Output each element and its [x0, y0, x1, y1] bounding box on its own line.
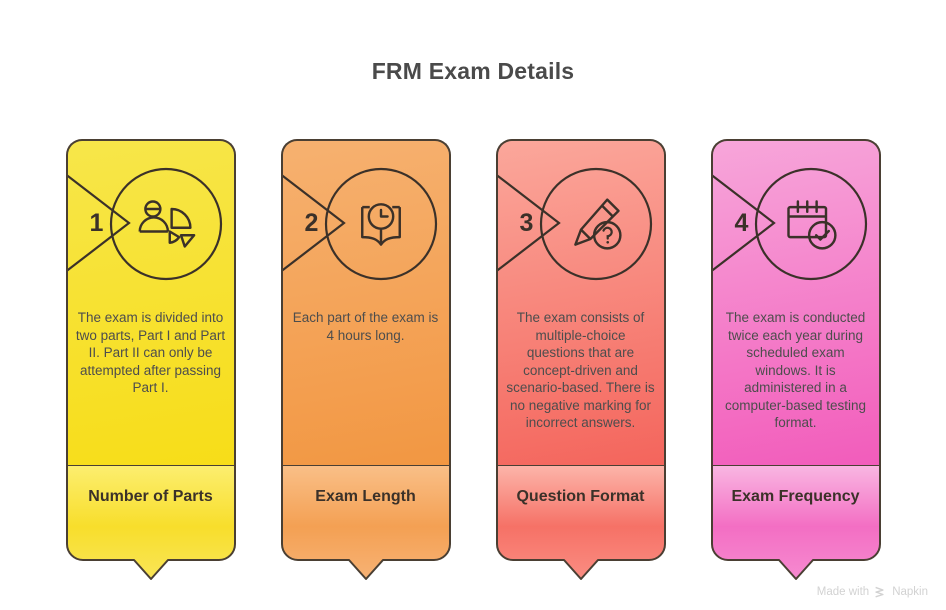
- card-body: 3 The exam consists of multiple-choice q…: [495, 139, 666, 465]
- card-number: 2: [304, 209, 319, 237]
- card-label: Question Format: [516, 488, 645, 505]
- card-number: 4: [734, 209, 749, 237]
- card-description: The exam consists of multiple-choice que…: [506, 310, 655, 430]
- watermark-brand: Napkin: [892, 585, 928, 598]
- card-label-plate: Exam Length: [280, 465, 451, 527]
- page-title: FRM Exam Details: [371, 58, 575, 84]
- card-label: Number of Parts: [88, 488, 213, 505]
- card-body: 2 Each part of the exam is 4 hours long.: [280, 139, 451, 465]
- card-body: 4 The exam is conducted twice each year …: [710, 139, 881, 465]
- card-label-plate: Question Format: [495, 465, 666, 527]
- card-body: 1 The exam is divided into two parts, Pa…: [65, 139, 236, 465]
- card-exam-length[interactable]: 2 Each part of the exam is 4 hours long.…: [280, 139, 451, 582]
- watermark-prefix: Made with: [816, 585, 870, 598]
- card-number: 3: [519, 209, 534, 237]
- card-list: 1 The exam is divided into two parts, Pa…: [0, 139, 946, 582]
- person-pie-chart-icon: [138, 200, 195, 248]
- pencil-question-icon: [573, 198, 622, 250]
- card-description: The exam is conducted twice each year du…: [724, 310, 867, 430]
- card-tail: [495, 526, 666, 582]
- card-tail: [280, 526, 451, 582]
- napkin-chevrons-icon: [875, 586, 884, 598]
- clock-book-icon: [360, 203, 401, 246]
- card-tail: [65, 526, 236, 582]
- card-number: 1: [89, 209, 104, 237]
- watermark: Made with Napkin: [817, 585, 928, 598]
- card-label-plate: Exam Frequency: [710, 465, 881, 527]
- card-tail: [710, 526, 881, 582]
- card-label-plate: Number of Parts: [65, 465, 236, 527]
- card-description: Each part of the exam is 4 hours long.: [292, 310, 439, 343]
- card-label: Exam Length: [315, 488, 416, 505]
- calendar-check-icon: [786, 200, 837, 250]
- card-label: Exam Frequency: [731, 488, 860, 505]
- card-exam-frequency[interactable]: 4 The exam is conducted twice each year …: [710, 139, 881, 582]
- card-description: The exam is divided into two parts, Part…: [75, 310, 226, 395]
- card-number-of-parts[interactable]: 1 The exam is divided into two parts, Pa…: [65, 139, 236, 582]
- card-question-format[interactable]: 3 The exam consists of multiple-choice q…: [495, 139, 666, 582]
